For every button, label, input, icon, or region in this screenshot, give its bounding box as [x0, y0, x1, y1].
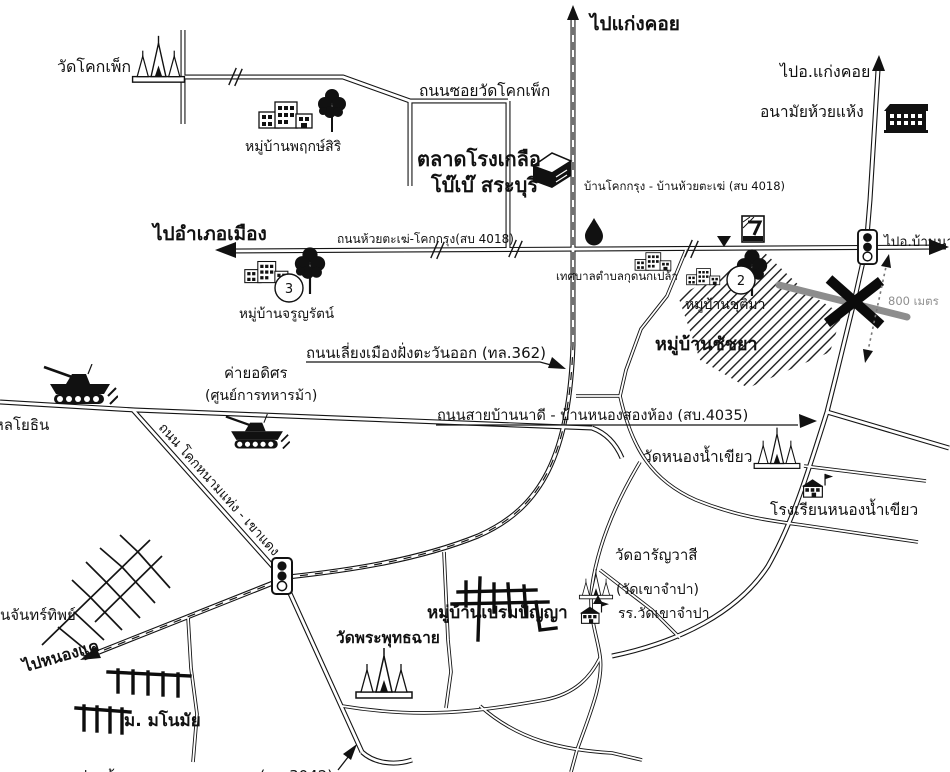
label-camp-adisorn: ค่ายอดิศร	[224, 364, 288, 382]
label-rongrian-wat-khao-champa: รร.วัดเขาจำปา	[618, 606, 709, 622]
traffic-light-icon-west	[271, 557, 293, 595]
hatched-area-chatchaya	[678, 252, 842, 388]
label-rongrian-nong-nam-khiao: โรงเรียนหนองน้ำเขียว	[770, 498, 918, 519]
label-talat-line1: ตลาดโรงเกลือ	[417, 147, 541, 171]
badge-3: 3	[285, 282, 293, 297]
fuel-drop-icon	[585, 218, 603, 246]
label-to-ban-na: ไปอ.บ้านนา	[883, 234, 950, 250]
chanthip-street-grid	[41, 534, 171, 651]
manomai-street-grid	[74, 668, 192, 735]
bypass-pointer-arrow-icon	[548, 357, 566, 369]
gray-canal-bar	[775, 281, 911, 321]
chutima-badge-circle	[726, 265, 756, 295]
label-muban-prempanya: หมู่บ้านเปรมปัญญา	[427, 603, 568, 624]
label-muban-charoonrat: หมู่บ้านจรูญรัตน์	[239, 305, 334, 322]
label-ban-khok-krung-rd: บ้านโคกกรุง - บ้านห้วยตะเฆ่ (สบ 4018)	[584, 179, 785, 193]
label-soi-wat-khok-phek: ถนนซอยวัดโคกเพ็ก	[419, 81, 550, 100]
khao-champa-marker-icon	[593, 595, 603, 604]
arrow-up-a-kaeng-khoi-icon	[872, 55, 885, 71]
bus-stop-triangle-icon	[717, 236, 731, 247]
label-anamai-huai-haeng: อนามัยห้วยแห้ง	[760, 103, 864, 121]
label-wat-aranyawasi: วัดอารัญวาสี	[615, 546, 697, 564]
label-wat-nong-nam-khiao: วัดหนองน้ำเขียว	[643, 445, 752, 466]
label-bypass-rd: ถนนเลี่ยงเมืองฝั่งตะวันออก (ทล.362)	[306, 342, 546, 362]
label-camp-adisorn-sub: (ศูนย์การทหารม้า)	[205, 387, 317, 404]
label-to-amphoe-mueang: ไปอำเภอเมือง	[151, 222, 267, 245]
label-thesaban: เทศบาลตำบลกุดนกเปล้า	[556, 269, 678, 283]
distance-arrow-up-icon	[881, 254, 891, 268]
arrow-right-ban-na-icon	[929, 239, 949, 255]
label-huai-takhe-rd: ถนนห้วยตะเฆ่-โคกกรุง(สบ 4018)	[337, 232, 514, 247]
label-to-kaeng-khoi: ไปแก่งคอย	[588, 12, 680, 35]
market-box-icon	[531, 152, 573, 188]
traffic-light-icon-east	[857, 228, 878, 266]
distance-dotted-line	[865, 261, 888, 361]
direction-arrows	[80, 5, 949, 660]
label-ban-chanthip: บ้านจันทร์ทิพย์	[0, 606, 76, 624]
label-talat-line2: โบ๊เบ๊ สระบุรี	[430, 173, 538, 198]
badge-2: 2	[737, 274, 745, 289]
label-wat-khao-champa: (วัดเขาจำปา)	[616, 582, 699, 598]
label-to-a-kaeng-khoi: ไปอ.แก่งคอย	[778, 62, 870, 81]
label-800m: 800 เมตร	[888, 294, 939, 308]
label-wat-khok-phek: วัดโคกเพ็ก	[57, 56, 131, 76]
label-mu-manomai: ม. มโนมัย	[124, 710, 201, 731]
crossing-x-icon	[823, 275, 885, 329]
label-wat-phra-phutthachai: วัดพระพุทธฉาย	[336, 629, 440, 648]
charoonrat-badge-circle	[274, 273, 304, 303]
arrow-left-amphoe-mueang-icon	[215, 242, 236, 258]
arrow-up-kaeng-khoi-icon	[567, 5, 579, 20]
label-muban-phruksiri: หมู่บ้านพฤกษ์สิริ	[245, 138, 342, 155]
label-ban-nadi-rd: ถนนสายบ้านนาดี - บ้านหนองสองห้อง (สบ.403…	[437, 407, 748, 424]
pak-khao-san-pointer-arrow-icon	[343, 744, 357, 760]
label-phahonyothin: พหลโยธิน	[0, 416, 49, 434]
label-muban-chatchaya: หมู่บ้านชัชยา	[655, 334, 758, 356]
label-pak-khao-san-rd: ถนนปากข้าวสาร - พระพุทธฉาย (ทล.3042)	[48, 767, 333, 772]
label-pointers	[306, 357, 817, 771]
anamai-building-icon	[884, 104, 928, 133]
label-muban-chutima: หมู่บ้านชุติมา	[685, 297, 765, 313]
arrow-nong-khae-icon	[80, 647, 101, 660]
prempanya-street-grid	[450, 576, 558, 642]
distance-arrow-down-icon	[863, 349, 873, 363]
seven-eleven-icon	[741, 215, 765, 243]
nadi-pointer-arrow-icon	[799, 414, 817, 428]
